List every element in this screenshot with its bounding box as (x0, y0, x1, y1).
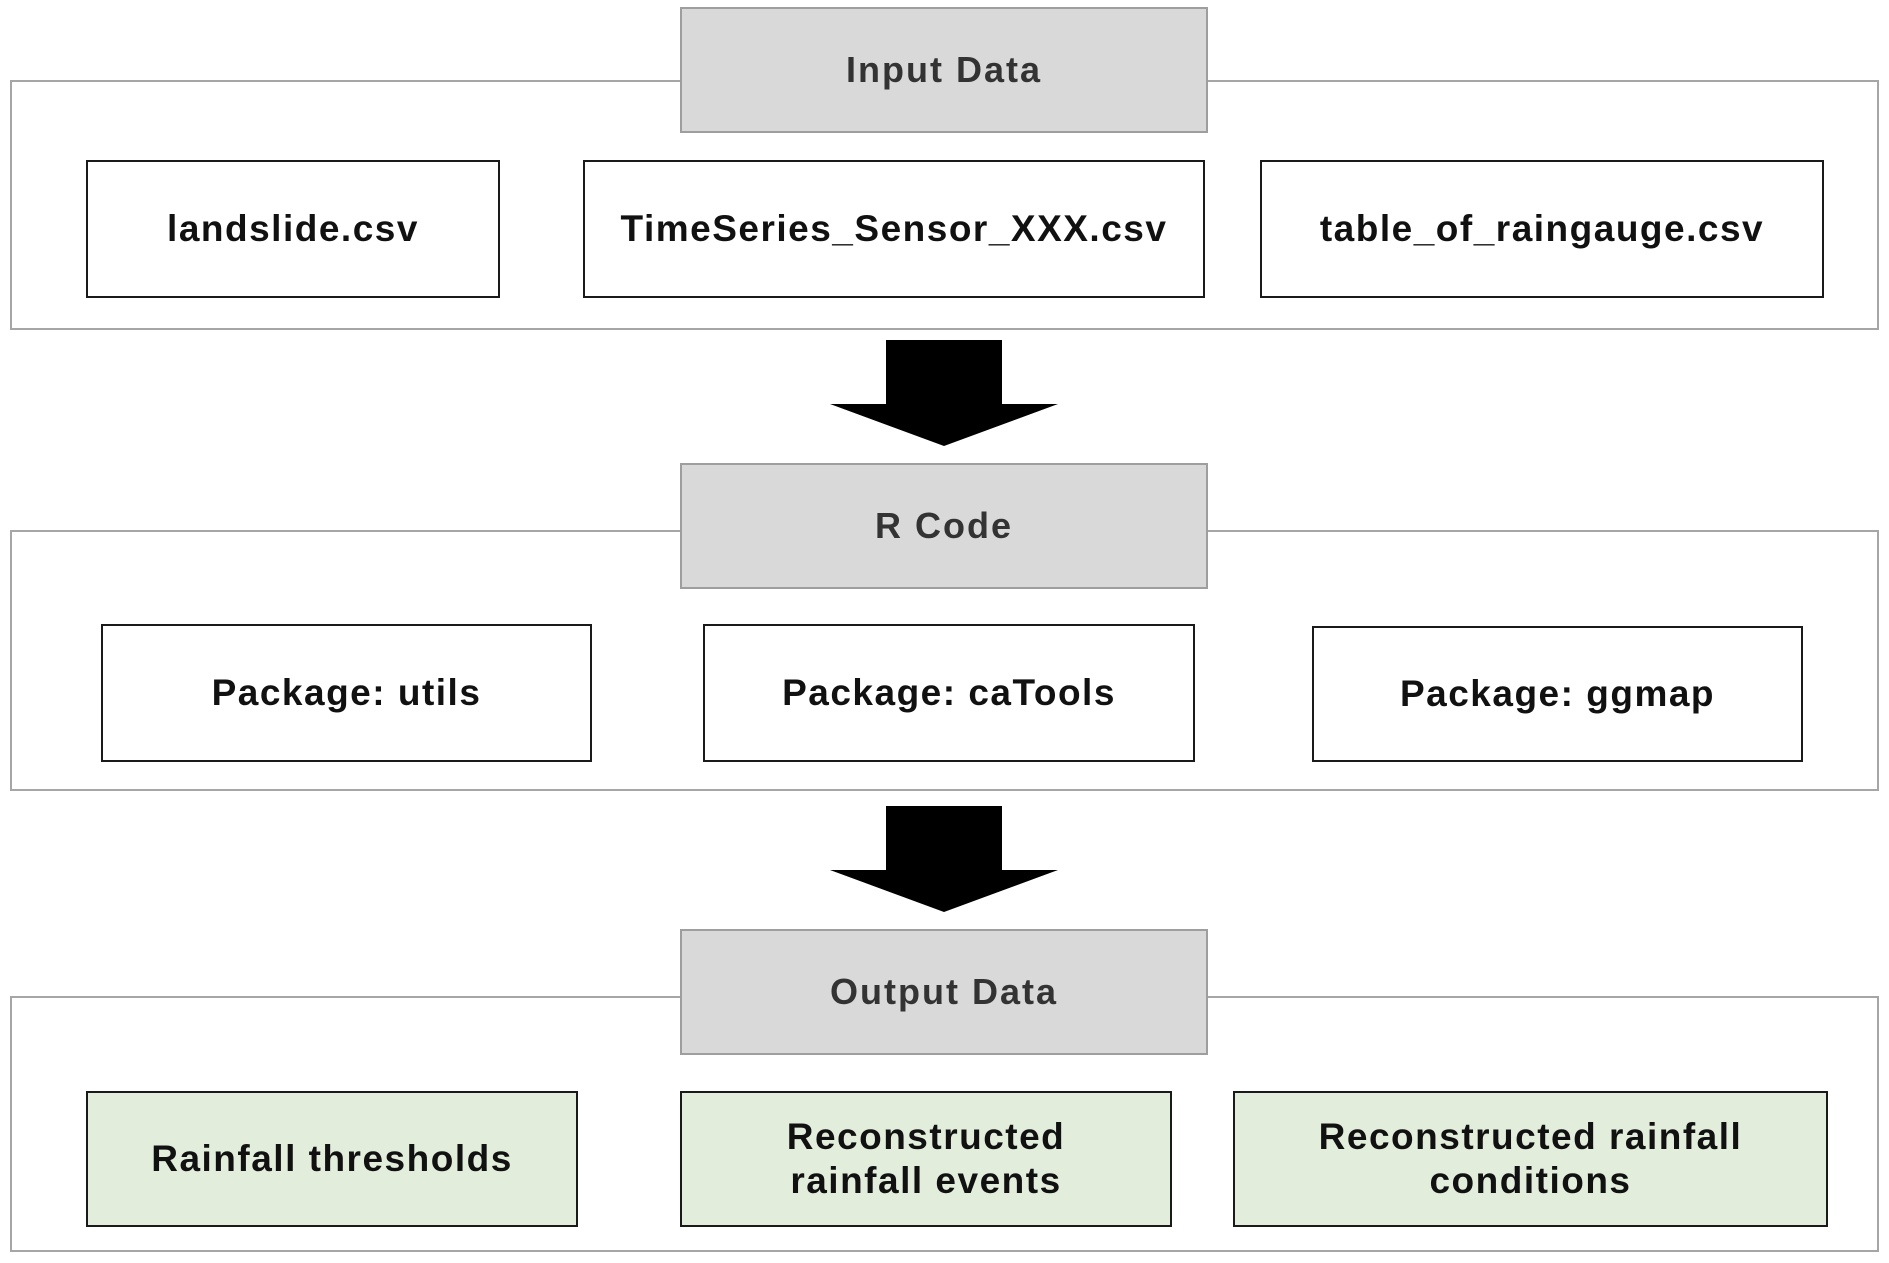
package-catools-box: Package: caTools (703, 624, 1195, 762)
output-rainfall-thresholds: Rainfall thresholds (86, 1091, 578, 1227)
input-file-raingauge-table: table_of_raingauge.csv (1260, 160, 1824, 298)
r-code-header: R Code (680, 463, 1208, 589)
package-ggmap-box: Package: ggmap (1312, 626, 1803, 762)
output-data-header: Output Data (680, 929, 1208, 1055)
input-file-landslide: landslide.csv (86, 160, 500, 298)
package-utils-box: Package: utils (101, 624, 592, 762)
output-reconstructed-rainfall-conditions: Reconstructed rainfall conditions (1233, 1091, 1828, 1227)
input-file-timeseries-sensor: TimeSeries_Sensor_XXX.csv (583, 160, 1205, 298)
down-arrow-icon (830, 340, 1058, 446)
input-data-header: Input Data (680, 7, 1208, 133)
down-arrow-icon (830, 806, 1058, 912)
output-reconstructed-rainfall-events: Reconstructed rainfall events (680, 1091, 1172, 1227)
